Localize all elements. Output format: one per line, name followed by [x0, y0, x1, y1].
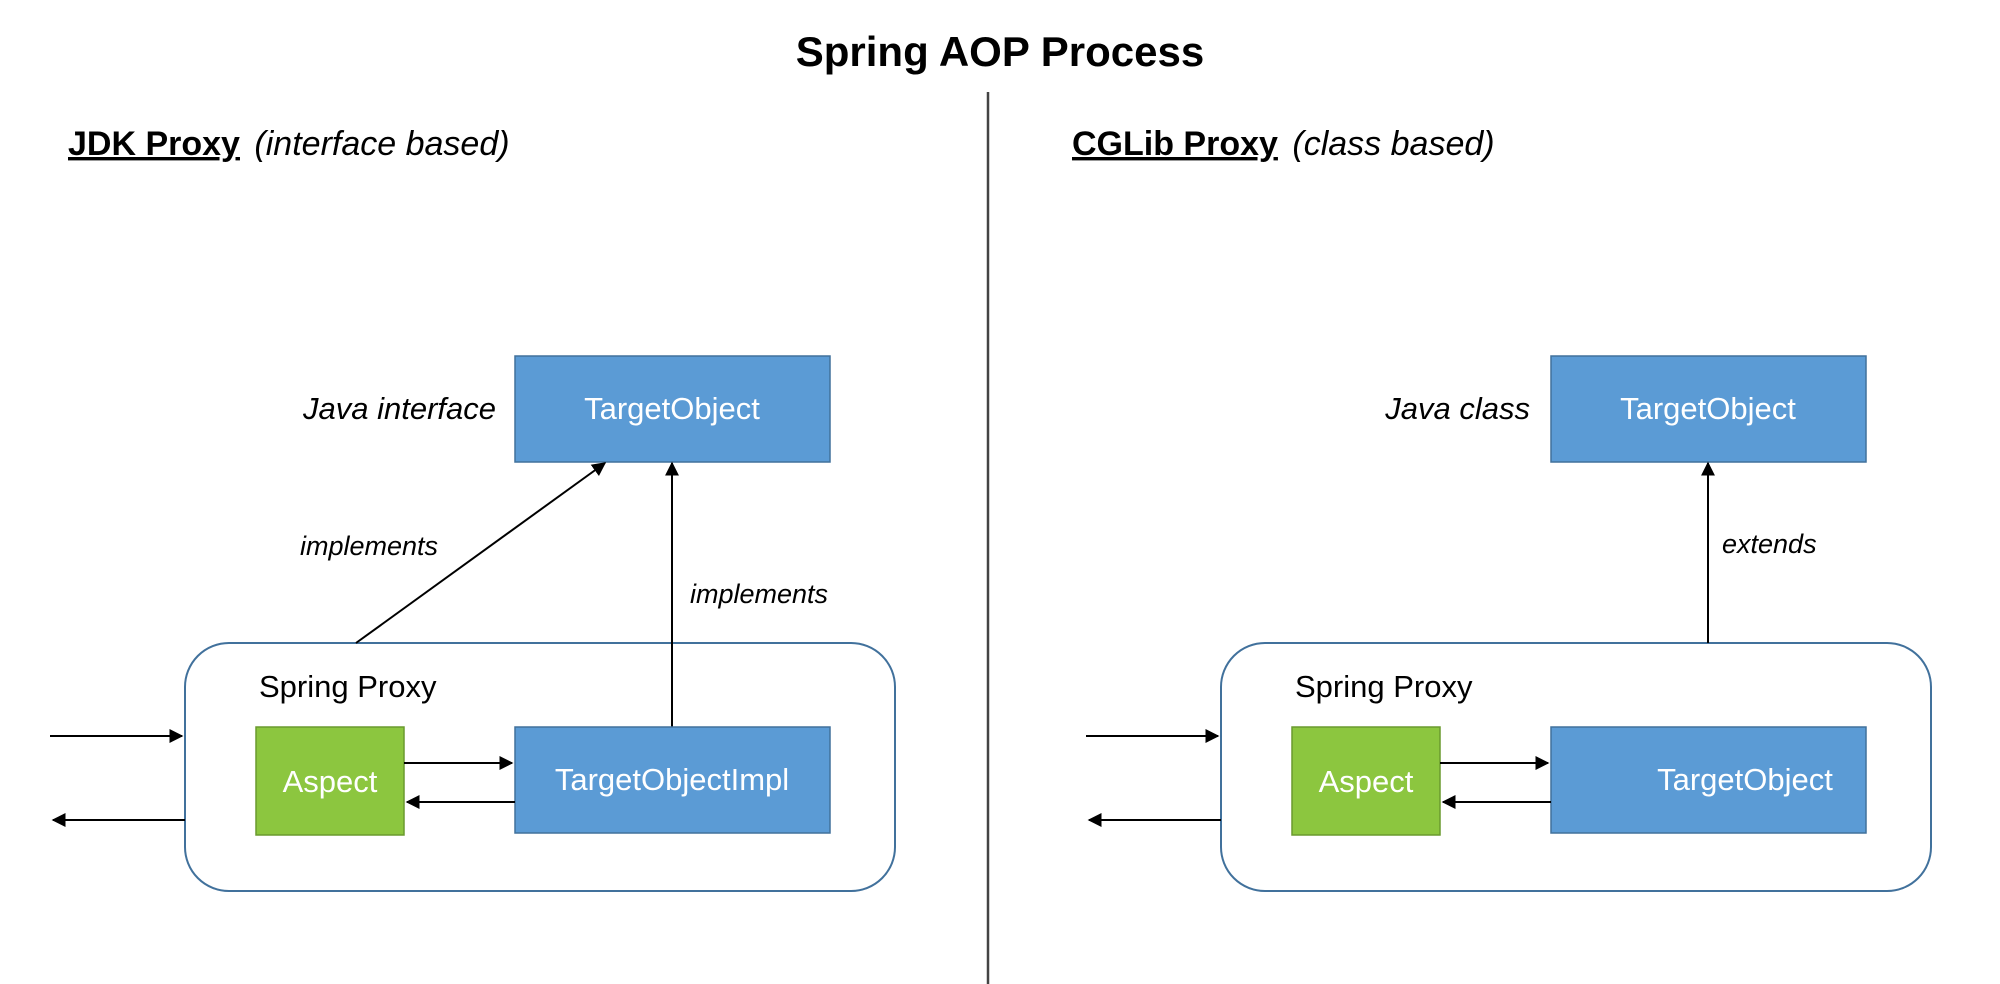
- cglib-spring-proxy-label: Spring Proxy: [1295, 669, 1473, 704]
- jdk-implements-label-left: implements: [300, 531, 438, 561]
- jdk-java-interface-label: Java interface: [302, 391, 496, 426]
- cglib-heading-subtitle: (class based): [1292, 125, 1494, 163]
- jdk-spring-proxy-label: Spring Proxy: [259, 669, 437, 704]
- jdk-heading: JDK Proxy (interface based): [68, 125, 510, 163]
- jdk-target-object-label: TargetObject: [584, 391, 760, 426]
- jdk-target-object-impl-box: [514, 726, 831, 834]
- jdk-heading-title: JDK Proxy: [68, 125, 240, 163]
- diagram-title: Spring AOP Process: [796, 28, 1204, 75]
- jdk-target-object-impl-label: TargetObjectImpl: [555, 762, 789, 797]
- jdk-heading-subtitle: (interface based): [254, 125, 509, 163]
- cglib-aspect-label: Aspect: [1319, 764, 1414, 799]
- cglib-proxied-target-object-label: TargetObject: [1657, 762, 1833, 797]
- jdk-implements-label-right: implements: [690, 579, 828, 609]
- cglib-aspect-box: [1291, 726, 1441, 836]
- jdk-aspect-label: Aspect: [283, 764, 378, 799]
- cglib-java-class-label: Java class: [1384, 391, 1530, 426]
- jdk-panel: JDK Proxy (interface based) Java interfa…: [50, 125, 896, 892]
- cglib-target-object-box: [1550, 355, 1867, 463]
- jdk-implements-arrow-left: [355, 462, 607, 644]
- cglib-heading-title: CGLib Proxy: [1072, 125, 1278, 163]
- cglib-proxied-target-object-box: [1550, 726, 1867, 834]
- cglib-heading: CGLib Proxy (class based): [1072, 125, 1495, 163]
- cglib-target-object-label: TargetObject: [1620, 391, 1796, 426]
- cglib-extends-label: extends: [1722, 529, 1817, 559]
- cglib-panel: CGLib Proxy (class based) Java class Tar…: [1072, 125, 1932, 892]
- jdk-aspect-box: [255, 726, 405, 836]
